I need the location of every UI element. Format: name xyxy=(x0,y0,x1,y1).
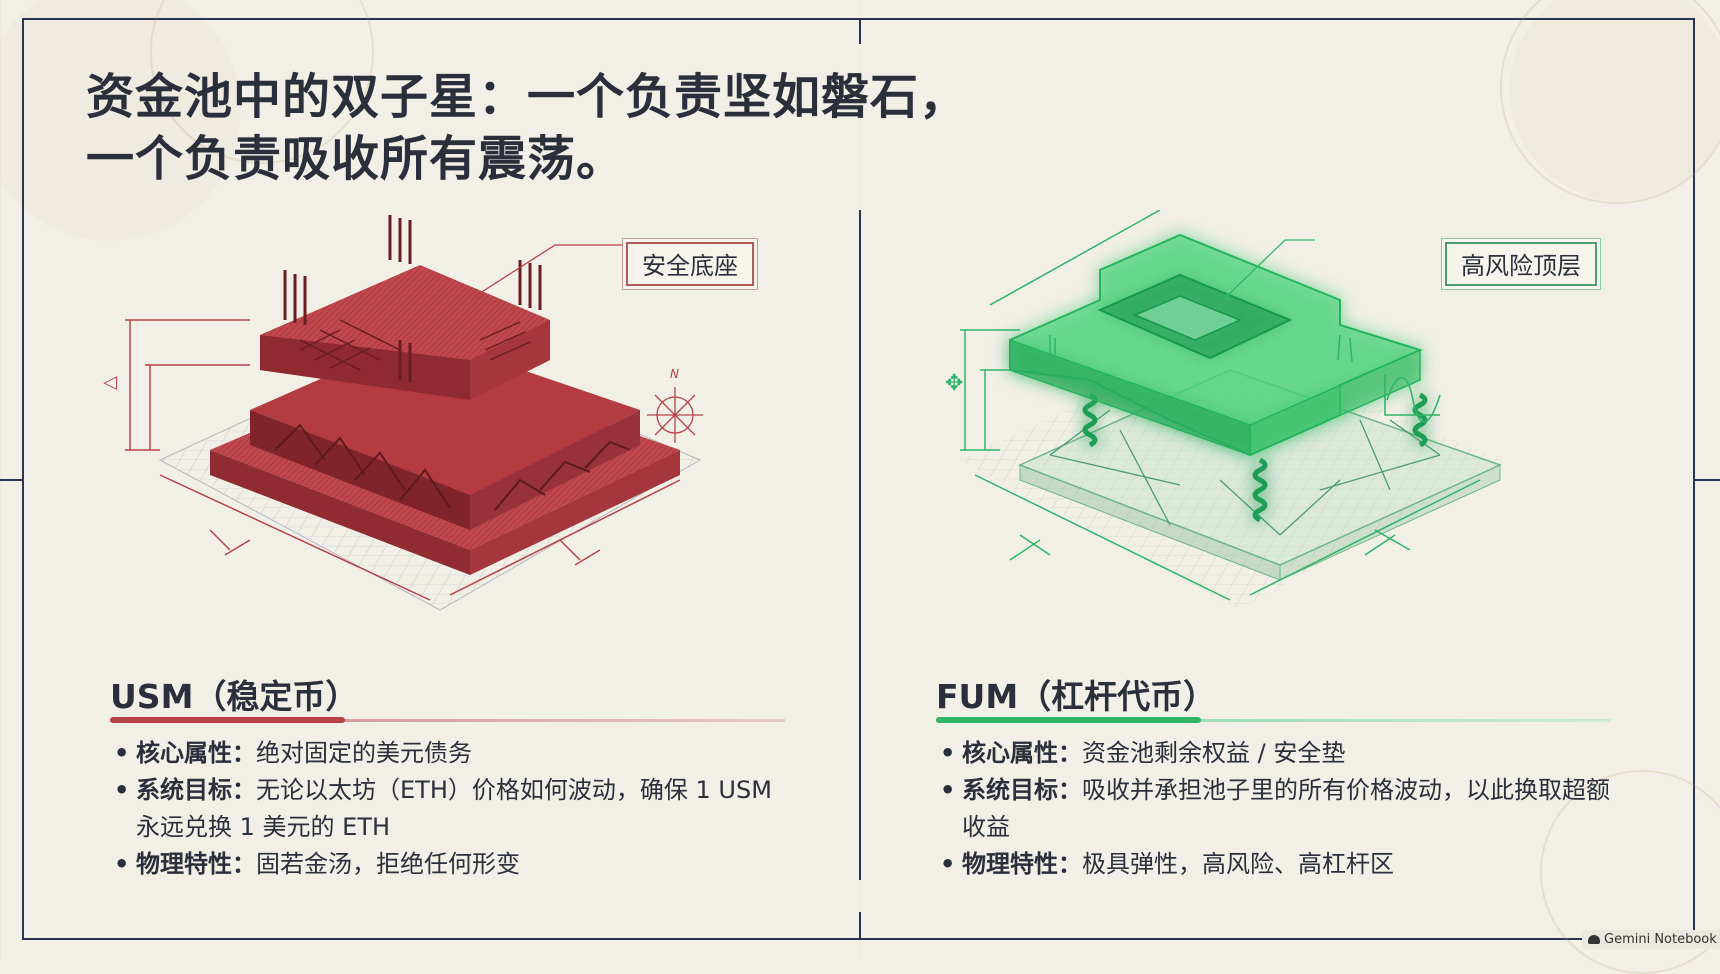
frame-tick xyxy=(859,912,861,940)
fum-points-list: 核心属性：资金池剩余权益 / 安全垫 系统目标：吸收并承担池子里的所有价格波动，… xyxy=(936,735,1626,883)
frame-tick xyxy=(1695,479,1720,481)
tag-anchor-dot xyxy=(1224,294,1230,300)
usm-heading-rule xyxy=(110,717,785,723)
slide-title-line-1: 资金池中的双子星：一个负责坚如磐石， xyxy=(86,69,969,125)
frame-tick xyxy=(859,18,861,44)
fum-heading-rule xyxy=(936,717,1611,723)
frame-tick xyxy=(0,479,22,481)
slide-title-line-2: 一个负责吸收所有震荡。 xyxy=(86,131,626,187)
usm-points-list: 核心属性：绝对固定的美元债务 系统目标：无论以太坊（ETH）价格如何波动，确保 … xyxy=(110,735,800,883)
ground-grid xyxy=(960,340,1500,610)
foundation-block xyxy=(250,215,640,530)
tag-leader-line xyxy=(1226,239,1315,297)
fum-point: 物理特性：极具弹性，高风险、高杠杆区 xyxy=(936,846,1626,883)
usm-point: 物理特性：固若金汤，拒绝任何形变 xyxy=(110,846,800,883)
usm-point: 核心属性：绝对固定的美元债务 xyxy=(110,735,800,772)
blueprint-frame xyxy=(22,18,1695,940)
compass-icon xyxy=(647,387,703,443)
fum-heading: FUM（杠杆代币） xyxy=(936,677,1217,716)
usm-foundation-illustration: △ N xyxy=(100,215,703,611)
usm-tag-label: 安全底座 xyxy=(626,242,754,286)
svg-text:✥: ✥ xyxy=(945,371,963,396)
fum-tag-label: 高风险顶层 xyxy=(1445,242,1597,286)
coffee-stain xyxy=(1500,0,1720,204)
fum-suspended-illustration: ✥ xyxy=(945,210,1503,610)
notebook-icon xyxy=(1588,935,1600,944)
usm-heading: USM（稳定币） xyxy=(110,677,359,716)
center-divider xyxy=(859,210,861,880)
glowing-top-layer xyxy=(1009,233,1423,457)
slide-title: 资金池中的双子星：一个负责坚如磐石， 一个负责吸收所有震荡。 xyxy=(86,66,968,190)
tag-anchor-dot xyxy=(474,293,480,299)
svg-text:△: △ xyxy=(100,376,120,390)
fum-point: 核心属性：资金池剩余权益 / 安全垫 xyxy=(936,735,1626,772)
spring-dampers xyxy=(1082,392,1428,523)
usm-heading-rule-accent xyxy=(110,717,345,723)
watermark: Gemini Notebook xyxy=(1582,930,1720,949)
fum-heading-rule-accent xyxy=(936,717,1201,723)
tag-leader-line xyxy=(476,244,625,296)
usm-point: 系统目标：无论以太坊（ETH）价格如何波动，确保 1 USM 永远兑换 1 美元… xyxy=(110,772,800,846)
fum-point: 系统目标：吸收并承担池子里的所有价格波动，以此换取超额收益 xyxy=(936,772,1626,846)
wave-icon xyxy=(1384,375,1441,423)
tension-cables xyxy=(1049,409,1441,536)
compass-label: N xyxy=(670,367,679,381)
dimension-lines xyxy=(125,319,681,601)
dimension-lines xyxy=(960,210,1481,601)
